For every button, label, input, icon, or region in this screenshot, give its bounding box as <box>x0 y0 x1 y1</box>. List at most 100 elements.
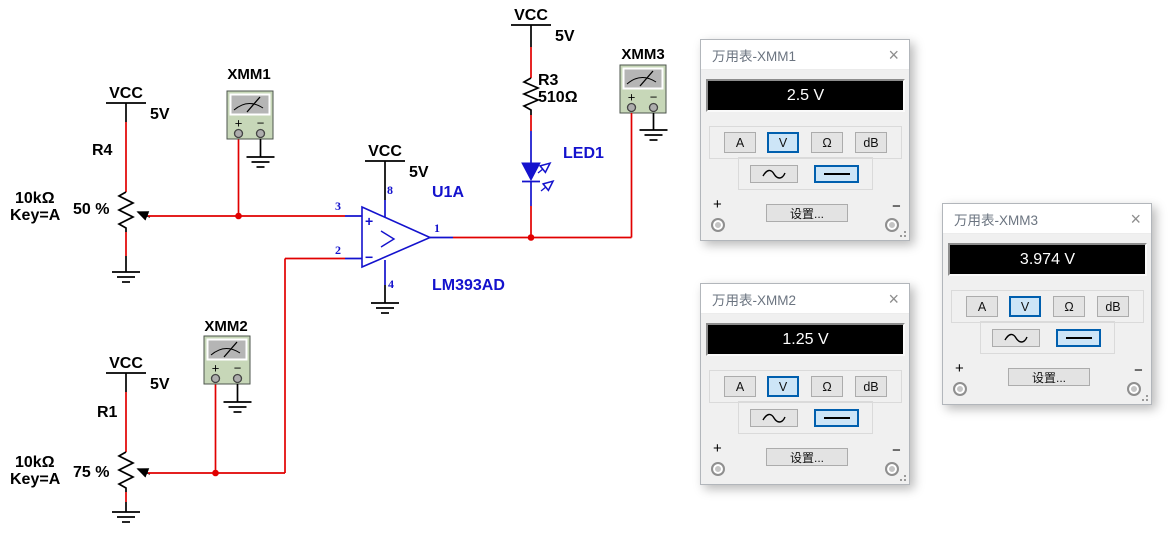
potentiometer-r4[interactable]: R4 10kΩ Key=A 50 % <box>10 103 151 272</box>
coupling-group <box>980 321 1115 354</box>
plus-terminal[interactable] <box>626 102 637 113</box>
r4-ref: R4 <box>92 142 113 159</box>
minus-label: − <box>892 442 901 459</box>
minus-terminal-label: − <box>234 361 242 376</box>
mode-group <box>951 290 1144 323</box>
dc-button[interactable] <box>814 165 859 183</box>
resize-grip[interactable] <box>1139 392 1149 402</box>
resize-grip[interactable] <box>897 472 907 482</box>
ampere-button[interactable]: A <box>724 132 756 153</box>
reading-value: 3.974 V <box>1019 250 1076 268</box>
minus-label: − <box>1134 362 1143 379</box>
vcc-value: 5V <box>409 164 429 181</box>
r4-value: 10kΩ <box>15 190 55 207</box>
resize-grip[interactable] <box>897 228 907 238</box>
reading-value: 2.5 V <box>786 86 825 104</box>
minus-jack <box>885 218 899 232</box>
minus-terminal[interactable] <box>255 128 266 139</box>
schematic-canvas: VCC 5V R4 10kΩ Key=A 50 % XMM1 + − <box>10 7 668 523</box>
r1-value: 10kΩ <box>15 454 55 471</box>
close-icon[interactable]: × <box>1130 208 1141 229</box>
db-button[interactable]: dB <box>855 376 887 397</box>
window-title: 万用表-XMM1 <box>712 48 796 64</box>
plus-terminal-label: + <box>212 361 220 376</box>
ohm-button[interactable]: Ω <box>1053 296 1085 317</box>
plus-terminal[interactable] <box>210 373 221 384</box>
volt-button[interactable]: V <box>767 376 799 397</box>
led1-ref: LED1 <box>563 145 604 162</box>
close-icon[interactable]: × <box>888 44 899 65</box>
ground-r1[interactable] <box>112 511 140 523</box>
ground-opamp[interactable] <box>371 302 399 314</box>
ampere-button[interactable]: A <box>966 296 998 317</box>
dc-line-icon <box>823 173 850 175</box>
multimeter-window-xmm2: 万用表-XMM2 × 1.25 V A V Ω dB + − 设置... <box>700 283 910 485</box>
multimeter-icon-xmm1[interactable]: XMM1 + − <box>226 66 274 140</box>
noninverting-sign: + <box>365 213 373 229</box>
minus-terminal[interactable] <box>648 102 659 113</box>
vcc-value: 5V <box>555 28 575 45</box>
title-bar[interactable]: 万用表-XMM2 × <box>701 284 909 314</box>
plus-terminal-label: + <box>628 90 636 105</box>
ampere-button[interactable]: A <box>724 376 756 397</box>
vcc-source-r4[interactable]: VCC 5V <box>106 85 170 123</box>
settings-button[interactable]: 设置... <box>1008 368 1090 386</box>
led-light-arrow <box>540 182 552 191</box>
ground-xmm3[interactable] <box>639 129 668 141</box>
ac-button[interactable] <box>992 329 1040 347</box>
ohm-button[interactable]: Ω <box>811 376 843 397</box>
title-bar[interactable]: 万用表-XMM1 × <box>701 40 909 70</box>
r4-key: Key=A <box>10 207 61 224</box>
minus-jack <box>1127 382 1141 396</box>
title-bar[interactable]: 万用表-XMM3 × <box>943 204 1151 234</box>
meter-needle <box>639 70 654 87</box>
multimeter-icon-xmm2[interactable]: XMM2 + − <box>203 318 251 385</box>
volt-button[interactable]: V <box>767 132 799 153</box>
u1a-ref: U1A <box>432 184 464 201</box>
ac-wave-icon <box>762 413 786 423</box>
plus-label: + <box>713 440 722 457</box>
resistor-r3[interactable]: R3 510Ω <box>521 25 578 131</box>
vcc-source-r1[interactable]: VCC 5V <box>106 355 170 393</box>
db-button[interactable]: dB <box>1097 296 1129 317</box>
r4-percent: 50 % <box>73 201 109 218</box>
plus-label: + <box>713 196 722 213</box>
ground-xmm1[interactable] <box>246 156 275 168</box>
meter-scale-arc <box>233 103 264 111</box>
close-icon[interactable]: × <box>888 288 899 309</box>
meter-scale-arc <box>210 348 241 356</box>
dc-button[interactable] <box>1056 329 1101 347</box>
multimeter-window-xmm3: 万用表-XMM3 × 3.974 V A V Ω dB + − 设置... <box>942 203 1152 405</box>
ground-r4[interactable] <box>112 271 140 283</box>
led-triangle[interactable] <box>521 162 541 182</box>
settings-button[interactable]: 设置... <box>766 448 848 466</box>
ac-button[interactable] <box>750 165 798 183</box>
meter-scale-arc <box>626 77 657 85</box>
pin8-number: 8 <box>387 183 393 197</box>
dc-button[interactable] <box>814 409 859 427</box>
ground-xmm2[interactable] <box>223 401 252 413</box>
volt-button[interactable]: V <box>1009 296 1041 317</box>
plus-label: + <box>955 360 964 377</box>
minus-terminal-label: − <box>257 116 265 131</box>
r1-ref: R1 <box>97 404 118 421</box>
coupling-group <box>738 157 873 190</box>
led1[interactable]: LED1 <box>521 131 604 206</box>
comparator-symbol <box>380 230 396 248</box>
xmm2-label: XMM2 <box>204 318 247 335</box>
ohm-button[interactable]: Ω <box>811 132 843 153</box>
multimeter-icon-xmm3[interactable]: XMM3 + − <box>619 46 667 114</box>
vcc-source-opamp[interactable]: VCC 5V <box>365 143 429 181</box>
settings-button[interactable]: 设置... <box>766 204 848 222</box>
plus-jack <box>711 218 725 232</box>
ac-button[interactable] <box>750 409 798 427</box>
opamp-u1a[interactable]: + − 3 2 1 8 4 U1A LM393AD <box>335 183 505 294</box>
db-button[interactable]: dB <box>855 132 887 153</box>
mode-group <box>709 370 902 403</box>
xmm1-label: XMM1 <box>227 66 270 83</box>
vcc-source-r3[interactable]: VCC 5V <box>511 7 575 45</box>
minus-terminal[interactable] <box>232 373 243 384</box>
plus-terminal[interactable] <box>233 128 244 139</box>
potentiometer-r1[interactable]: R1 10kΩ Key=A 75 % <box>10 373 151 512</box>
minus-jack <box>885 462 899 476</box>
